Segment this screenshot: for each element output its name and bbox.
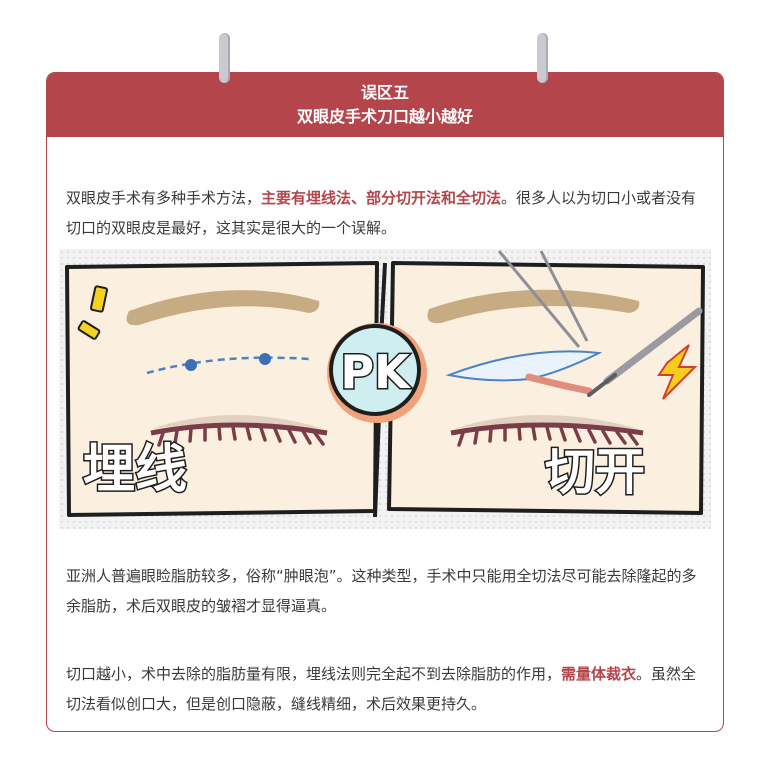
eyelash-right-icon	[450, 422, 644, 436]
suture-point-icon	[259, 353, 271, 365]
suture-line-icon	[146, 356, 310, 375]
spark-icon	[77, 320, 101, 340]
left-label: 埋线	[83, 440, 187, 500]
paragraph-intro-text-a: 双眼皮手术有多种手术方法，	[66, 189, 262, 207]
suture-point-icon	[185, 359, 197, 371]
scalpel-icon	[603, 307, 703, 385]
right-eye-panel	[387, 250, 705, 515]
paragraph-intro-highlight: 主要有埋线法、部分切开法和全切法	[261, 189, 502, 207]
eyebrow-left-icon	[126, 290, 320, 326]
right-label: 切开	[545, 443, 645, 501]
paragraph-asian-eyelids-text: 亚洲人普遍眼睑脂肪较多，俗称“肿眼泡”。这种类型，手术中只能用全切法尽可能去除隆…	[66, 567, 697, 615]
paragraph-asian-eyelids: 亚洲人普遍眼睑脂肪较多，俗称“肿眼泡”。这种类型，手术中只能用全切法尽可能去除隆…	[66, 561, 705, 621]
eyelid-flap-icon	[445, 350, 603, 382]
paragraph-incision: 切口越小，术中去除的脂肪量有限，埋线法则完全起不到去除脂肪的作用，需量体裁衣。虽…	[66, 659, 705, 719]
paragraph-incision-highlight: 需量体裁衣	[561, 665, 637, 683]
spark-icon	[90, 285, 108, 313]
paragraph-intro: 双眼皮手术有多种手术方法，主要有埋线法、部分切开法和全切法。很多人以为切口小或者…	[66, 183, 705, 243]
paragraph-incision-text-a: 切口越小，术中去除的脂肪量有限，埋线法则完全起不到去除脂肪的作用，	[66, 665, 562, 683]
article-card: 误区五 双眼皮手术刀口越小越好 双眼皮手术有多种手术方法，主要有埋线法、部分切开…	[46, 72, 724, 732]
header-subtitle: 双眼皮手术刀口越小越好	[296, 107, 473, 126]
lightning-icon	[657, 344, 698, 400]
card-header: 误区五 双眼皮手术刀口越小越好	[47, 73, 723, 137]
paragraph-incision-text-b: 。虽然全切法看似创口大，但是创口隐蔽，缝线精细，术后效果更持久。	[66, 665, 697, 713]
pk-badge-text: PK	[340, 345, 412, 399]
eyebrow-right-icon	[427, 289, 640, 324]
binder-ring-left	[219, 33, 230, 83]
forceps-icon	[497, 250, 581, 348]
paragraph-intro-text-b: 。很多人以为切口小或者没有切口的双眼皮是最好，这其实是很大的一个误解。	[66, 189, 697, 237]
binder-ring-right	[537, 33, 548, 83]
pk-illustration-svg: 埋线 切开 PK	[65, 250, 705, 518]
header-title: 误区五	[360, 83, 409, 102]
eyelash-left-icon	[150, 422, 328, 436]
pk-illustration: 埋线 切开 PK	[59, 249, 711, 529]
pk-badge: PK	[327, 323, 427, 423]
